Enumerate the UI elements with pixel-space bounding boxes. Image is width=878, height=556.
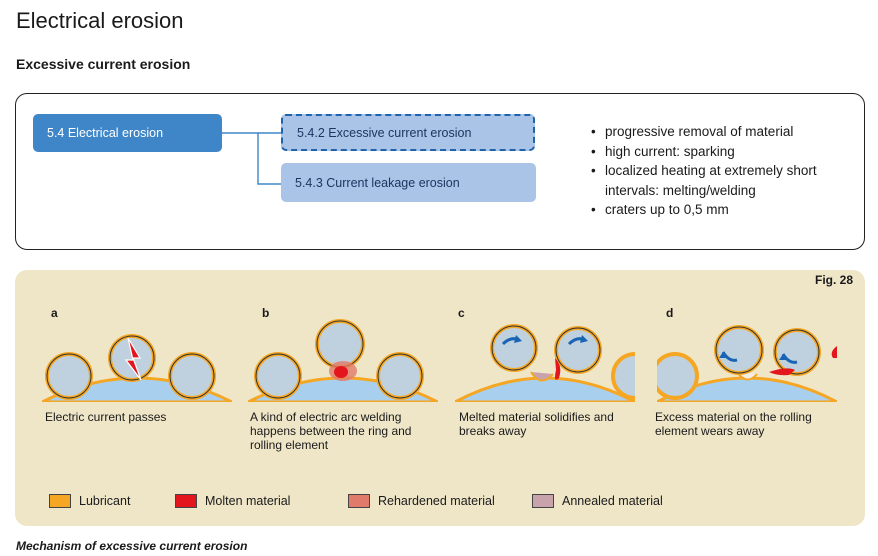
panel-letter-a: a [51,306,58,320]
legend-rehardened: Rehardened material [348,494,495,508]
figure-caption: Mechanism of excessive current erosion [16,539,248,553]
figure-label: Fig. 28 [814,273,853,287]
lightning-icon [124,337,142,381]
legend-lubricant: Lubricant [49,494,130,508]
tree-node-electrical-erosion: 5.4 Electrical erosion [33,114,222,152]
legend-annealed: Annealed material [532,494,663,508]
panel-letter-b: b [262,306,270,320]
figure-panel: Fig. 28 a Electric current passes b A ki… [15,270,865,526]
section-title: Excessive current erosion [16,56,191,72]
classification-box: 5.4 Electrical erosion 5.4.2 Excessive c… [15,93,865,250]
panel-letter-d: d [666,306,674,320]
legend-label: Rehardened material [378,494,495,508]
diagram-panel-d [657,325,837,402]
panel-caption-b: A kind of electric arc welding happens b… [250,410,412,452]
panel-caption-d: Excess material on the rolling element w… [655,410,812,438]
tree-node-current-leakage: 5.4.3 Current leakage erosion [281,163,536,202]
tree-connector [222,132,282,185]
diagram-panel-b [248,319,438,402]
diagram-panel-a [42,334,232,402]
legend-molten: Molten material [175,494,290,508]
panel-caption-a: Electric current passes [45,410,167,424]
diagram-panel-c [455,324,635,402]
panel-letter-c: c [458,306,465,320]
legend-swatch [49,494,71,508]
bullet-item: localized heating at extremely short int… [591,161,831,200]
bullet-item: high current: sparking [591,142,831,162]
legend-label: Annealed material [562,494,663,508]
legend-swatch [348,494,370,508]
bullet-item: craters up to 0,5 mm [591,200,831,220]
characteristics-list: progressive removal of material high cur… [591,122,831,220]
legend-swatch [532,494,554,508]
panel-caption-c: Melted material solidifies and breaks aw… [459,410,614,438]
page-title: Electrical erosion [16,8,184,33]
bullet-item: progressive removal of material [591,122,831,142]
legend-label: Lubricant [79,494,131,508]
tree-node-excessive-current: 5.4.2 Excessive current erosion [281,114,535,151]
legend-label: Molten material [205,494,291,508]
legend-swatch [175,494,197,508]
